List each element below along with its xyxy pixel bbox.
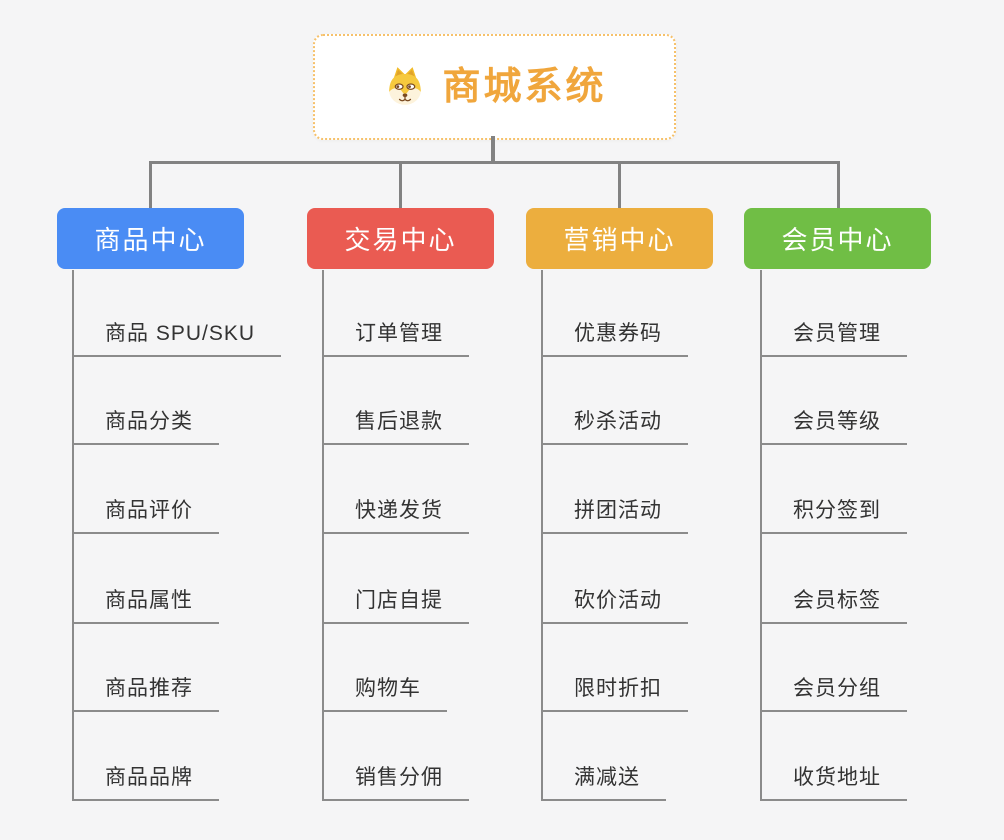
branch-children-marketing-center: 优惠券码 秒杀活动 拼团活动 砍价活动 限时折扣 满减送	[541, 270, 781, 810]
child-topic[interactable]: 销售分佣	[322, 764, 469, 801]
child-topic[interactable]: 商品品牌	[72, 764, 219, 801]
branch-drop-line	[618, 161, 621, 210]
child-topic[interactable]: 满减送	[541, 764, 666, 801]
child-topic[interactable]: 会员管理	[760, 320, 907, 357]
shiba-dog-icon	[389, 67, 422, 105]
child-topic[interactable]: 砍价活动	[541, 587, 688, 624]
column-spine-line	[322, 270, 324, 801]
column-spine-line	[760, 270, 762, 801]
branch-drop-line	[399, 161, 402, 210]
root-stem-line	[491, 136, 495, 163]
child-topic[interactable]: 会员等级	[760, 408, 907, 445]
child-topic[interactable]: 售后退款	[322, 408, 469, 445]
column-spine-line	[541, 270, 543, 801]
child-topic[interactable]: 拼团活动	[541, 497, 688, 534]
child-topic[interactable]: 限时折扣	[541, 675, 688, 712]
branch-topic-member-center[interactable]: 会员中心	[744, 208, 931, 269]
branch-topic-product-center[interactable]: 商品中心	[57, 208, 244, 269]
branch-children-product-center: 商品 SPU/SKU 商品分类 商品评价 商品属性 商品推荐 商品品牌	[72, 270, 312, 810]
column-spine-line	[72, 270, 74, 801]
child-topic[interactable]: 收货地址	[760, 764, 907, 801]
root-topic-label: 商城系统	[442, 66, 607, 108]
branch-bus-line	[149, 161, 839, 164]
branch-children-member-center: 会员管理 会员等级 积分签到 会员标签 会员分组 收货地址	[760, 270, 1000, 810]
branch-topic-marketing-center[interactable]: 营销中心	[526, 208, 713, 269]
child-topic[interactable]: 积分签到	[760, 497, 907, 534]
child-topic[interactable]: 会员标签	[760, 587, 907, 624]
branch-drop-line	[149, 161, 152, 210]
branch-topic-trade-center[interactable]: 交易中心	[307, 208, 494, 269]
child-topic[interactable]: 会员分组	[760, 675, 907, 712]
child-topic[interactable]: 商品分类	[72, 408, 219, 445]
child-topic[interactable]: 商品评价	[72, 497, 219, 534]
root-topic[interactable]: 商城系统	[313, 34, 676, 140]
branch-drop-line	[837, 161, 840, 210]
child-topic[interactable]: 快递发货	[322, 497, 469, 534]
child-topic[interactable]: 秒杀活动	[541, 408, 688, 445]
branch-children-trade-center: 订单管理 售后退款 快递发货 门店自提 购物车 销售分佣	[322, 270, 562, 810]
child-topic[interactable]: 商品 SPU/SKU	[72, 320, 282, 357]
child-topic[interactable]: 优惠券码	[541, 320, 688, 357]
child-topic[interactable]: 购物车	[322, 675, 447, 712]
child-topic[interactable]: 商品推荐	[72, 675, 219, 712]
child-topic[interactable]: 门店自提	[322, 587, 469, 624]
child-topic[interactable]: 订单管理	[322, 320, 469, 357]
child-topic[interactable]: 商品属性	[72, 587, 219, 624]
